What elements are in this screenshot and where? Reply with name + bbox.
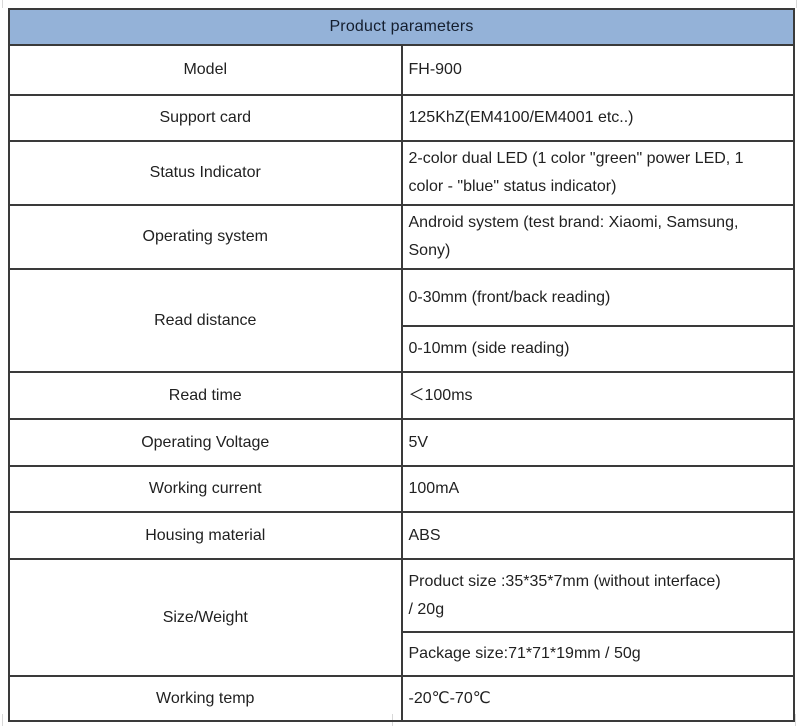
row-label-working-current: Working current bbox=[8, 465, 403, 513]
table-header-row: Product parameters bbox=[8, 8, 795, 46]
value-line: / 20g bbox=[408, 600, 445, 618]
row-label-working-temp: Working temp bbox=[8, 675, 403, 722]
value-line: 5V bbox=[408, 433, 429, 451]
table-row: Read time ＜100ms bbox=[8, 371, 795, 420]
value-line: ABS bbox=[408, 526, 441, 544]
gridline bbox=[796, 0, 797, 8]
value-line: Product size :35*35*7mm (without interfa… bbox=[408, 572, 721, 590]
value-line: 0-30mm (front/back reading) bbox=[408, 288, 611, 306]
row-label-read-distance: Read distance bbox=[8, 268, 403, 373]
row-value-housing-material: ABS bbox=[400, 511, 795, 560]
row-value-package-size: Package size:71*71*19mm / 50g bbox=[400, 631, 795, 677]
product-parameters-table: Product parameters Model FH-900 Support … bbox=[8, 8, 795, 722]
gridline bbox=[795, 714, 796, 726]
row-value-operating-system: Android system (test brand: Xiaomi, Sams… bbox=[400, 204, 795, 270]
row-label-status-indicator: Status Indicator bbox=[8, 140, 403, 206]
value-line: 0-10mm (side reading) bbox=[408, 340, 570, 357]
row-label-support-card: Support card bbox=[8, 94, 403, 142]
value-line: 125KhZ(EM4100/EM4001 etc..) bbox=[408, 109, 634, 126]
value-line: Package size:71*71*19mm / 50g bbox=[408, 645, 641, 662]
table-row: Operating Voltage 5V bbox=[8, 418, 795, 467]
table-row: 0-10mm (side reading) bbox=[9, 325, 795, 373]
table-row: Model FH-900 bbox=[8, 44, 795, 96]
row-value-product-size: Product size :35*35*7mm (without interfa… bbox=[400, 558, 795, 633]
table-row: Size/Weight Product size :35*35*7mm (wit… bbox=[8, 558, 795, 677]
row-value-read-distance-front: 0-30mm (front/back reading) bbox=[400, 268, 795, 327]
table-row: Status Indicator 2-color dual LED (1 col… bbox=[8, 140, 795, 206]
row-value-model: FH-900 bbox=[400, 44, 795, 96]
table-row: Working temp -20℃-70℃ bbox=[8, 675, 795, 722]
row-label-size-weight: Size/Weight bbox=[8, 558, 403, 677]
table-title: Product parameters bbox=[8, 8, 795, 46]
row-label-housing-material: Housing material bbox=[8, 511, 403, 560]
row-value-read-distance-side: 0-10mm (side reading) bbox=[400, 325, 795, 373]
value-line: Sony) bbox=[408, 242, 451, 259]
table-row: Operating system Android system (test br… bbox=[8, 204, 795, 270]
table-row: Package size:71*71*19mm / 50g bbox=[9, 631, 795, 677]
value-line: FH-900 bbox=[408, 61, 462, 78]
gridline bbox=[2, 0, 3, 8]
table-row: Read distance 0-30mm (front/back reading… bbox=[8, 268, 795, 373]
row-value-support-card: 125KhZ(EM4100/EM4001 etc..) bbox=[400, 94, 795, 142]
row-label-read-time: Read time bbox=[8, 371, 403, 420]
gridline bbox=[2, 714, 3, 726]
value-line: 2-color dual LED (1 color "green" power … bbox=[408, 150, 744, 167]
row-value-read-time: ＜100ms bbox=[400, 371, 795, 420]
table-row: Housing material ABS bbox=[8, 511, 795, 560]
row-value-operating-voltage: 5V bbox=[400, 418, 795, 467]
value-line: 100mA bbox=[408, 480, 460, 497]
table-row: Working current 100mA bbox=[8, 465, 795, 513]
row-label-operating-system: Operating system bbox=[8, 204, 403, 270]
row-label-model: Model bbox=[8, 44, 403, 96]
row-value-working-temp: -20℃-70℃ bbox=[400, 675, 795, 722]
value-line: ＜100ms bbox=[408, 386, 473, 404]
value-line: color - "blue" status indicator) bbox=[408, 178, 617, 195]
row-value-working-current: 100mA bbox=[400, 465, 795, 513]
table-row: Support card 125KhZ(EM4100/EM4001 etc..) bbox=[8, 94, 795, 142]
row-label-operating-voltage: Operating Voltage bbox=[8, 418, 403, 467]
value-line: Android system (test brand: Xiaomi, Sams… bbox=[408, 214, 739, 231]
value-line: -20℃-70℃ bbox=[408, 689, 491, 707]
row-value-status-indicator: 2-color dual LED (1 color "green" power … bbox=[400, 140, 795, 206]
